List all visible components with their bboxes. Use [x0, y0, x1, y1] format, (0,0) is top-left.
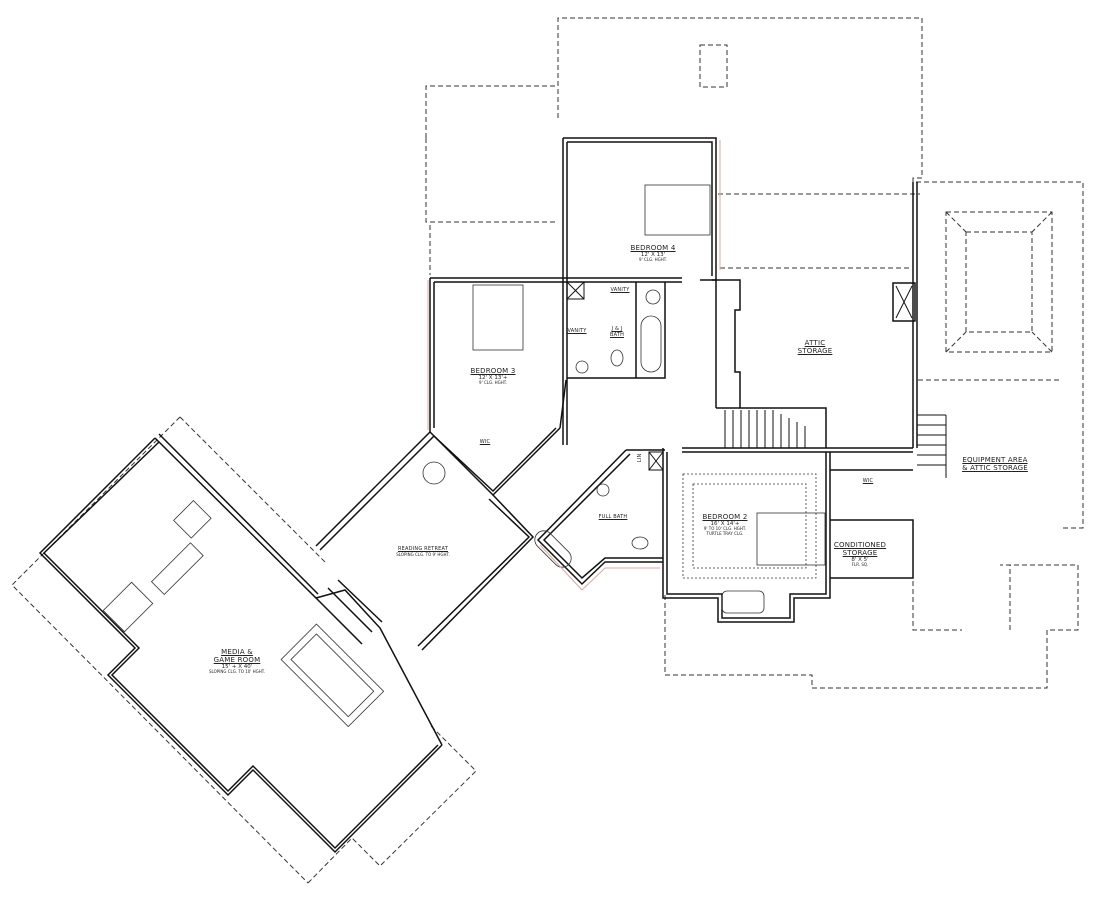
label-jj-bath: J & J BATH — [609, 326, 625, 339]
tray-ceiling — [682, 473, 817, 579]
room-name: ATTIC — [804, 339, 826, 347]
chair-reading — [422, 461, 446, 485]
room-dimensions: 15' + X 40' — [221, 664, 253, 671]
room-name: WIC — [479, 439, 491, 445]
room-name: BEDROOM 3 — [470, 367, 516, 375]
label-reading-retreat: READING RETREAT SLOPING CLG. TO 9' HGHT. — [396, 546, 450, 557]
label-bedroom2: BEDROOM 2 16' X 14'+ 9' TO 10' CLG. HGHT… — [702, 513, 747, 537]
label-vanity-1: VANITY — [610, 287, 630, 294]
furniture — [102, 184, 826, 728]
room-name: FULL BATH — [598, 514, 628, 520]
room-note: 9' TO 10' CLG. HGHT. — [703, 526, 747, 532]
room-name-2: GAME ROOM — [213, 656, 261, 665]
sink — [645, 289, 661, 305]
bathtub — [640, 315, 662, 373]
room-name: J & J — [611, 326, 623, 332]
toilet — [610, 349, 624, 367]
desk — [721, 590, 765, 614]
stairs — [724, 410, 947, 478]
label-wic-bed2: WIC — [862, 478, 874, 485]
room-name: READING RETREAT — [398, 546, 448, 552]
pool-table — [280, 623, 385, 728]
label-vanity-2: VANITY — [567, 328, 587, 335]
label-media-game-room: MEDIA & GAME ROOM 15' + X 40' SLOPING CL… — [209, 648, 265, 675]
room-name-2: STORAGE — [797, 347, 833, 356]
label-bedroom4: BEDROOM 4 12' X 13' 9' CLG. HGHT. — [630, 244, 675, 263]
room-name: BEDROOM 2 — [702, 513, 748, 521]
room-name: VANITY — [567, 328, 587, 334]
chase-boxes — [566, 281, 913, 471]
room-name: VANITY — [610, 287, 630, 293]
room-name-2: & ATTIC STORAGE — [962, 464, 1028, 473]
label-equipment-area: EQUIPMENT AREA & ATTIC STORAGE — [962, 456, 1028, 472]
room-name: WIC — [862, 478, 874, 484]
walls — [38, 137, 918, 854]
label-full-bath: FULL BATH — [598, 514, 628, 521]
room-name-2: STORAGE — [842, 549, 878, 558]
room-dimensions: 8' X 5' — [851, 557, 869, 564]
armchair — [173, 500, 212, 539]
room-name: CONDITIONED — [833, 541, 887, 549]
room-dimensions: 12' X 13'+ — [478, 375, 508, 382]
label-conditioned-storage: CONDITIONED STORAGE 8' X 5' FLR. SQ. — [834, 541, 886, 568]
bed-bedroom3 — [472, 284, 524, 351]
room-dimensions: 16' X 14'+ — [710, 521, 740, 528]
roof-outline-dashed — [11, 17, 1084, 884]
room-note-2: TURTLE TRAY CLG. — [706, 530, 744, 536]
room-name: MEDIA & — [221, 648, 253, 656]
label-bedroom3: BEDROOM 3 12' X 13'+ 9' CLG. HGHT. — [470, 367, 515, 386]
sofa — [102, 581, 154, 633]
room-name-2: BATH — [609, 331, 625, 338]
room-note: SLOPING CLG. TO 9' HGHT. — [396, 551, 450, 557]
room-note: 9' CLG. HGHT. — [479, 380, 507, 386]
room-note: SLOPING CLG. TO 10' HGHT. — [208, 669, 266, 675]
room-name: EQUIPMENT AREA — [962, 456, 1028, 464]
room-dimensions: 12' X 13' — [640, 252, 666, 259]
accent-lines — [427, 140, 721, 591]
room-note: 9' CLG. HGHT. — [639, 257, 667, 263]
room-note: FLR. SQ. — [851, 562, 869, 568]
label-linen: LIN — [637, 453, 644, 463]
bed-bedroom2 — [756, 512, 826, 566]
room-name: BEDROOM 4 — [630, 244, 676, 252]
bed-bedroom4 — [644, 184, 711, 236]
room-name: LIN — [637, 453, 644, 463]
label-wic-bed3: WIC — [479, 439, 491, 446]
label-attic-storage: ATTIC STORAGE — [798, 339, 833, 355]
